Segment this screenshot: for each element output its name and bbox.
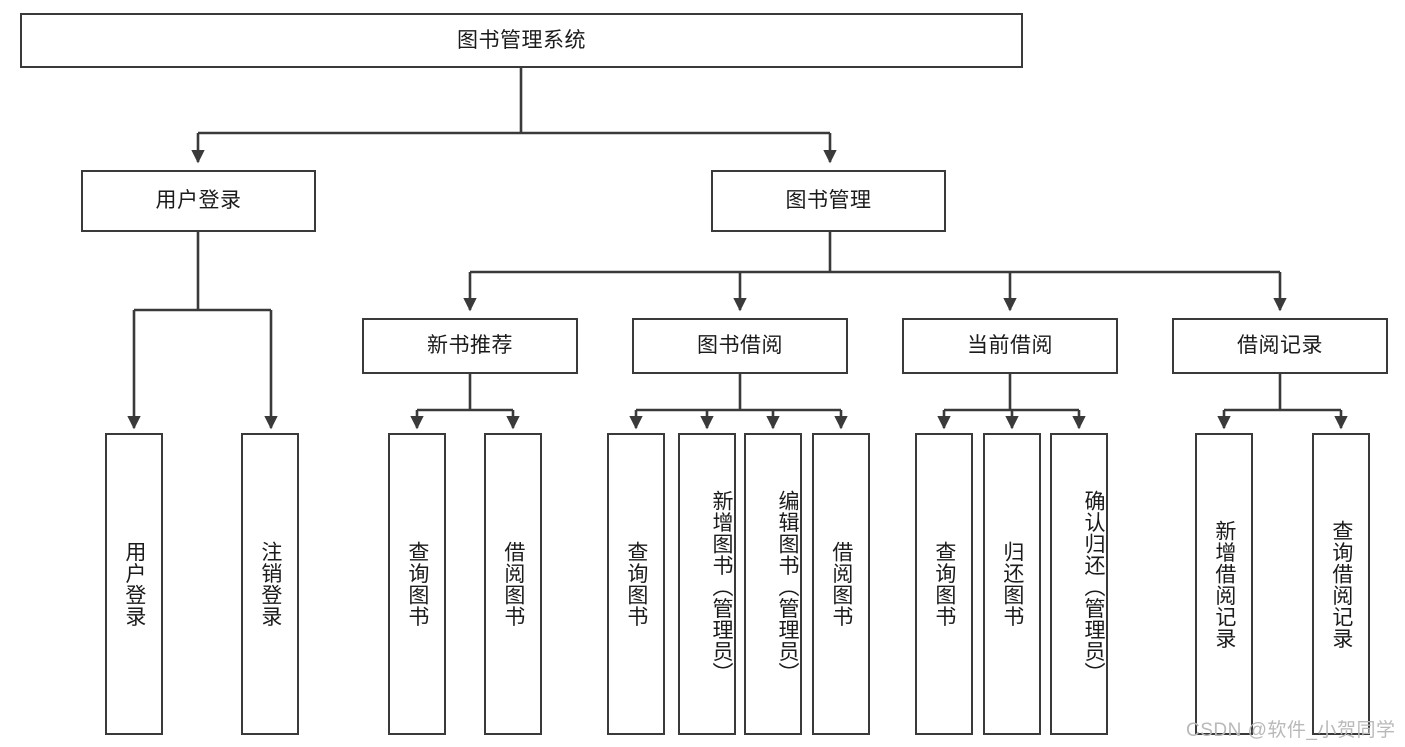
- node-current-borrow[interactable]: 当前借阅: [902, 318, 1118, 374]
- node-new-book-recommend[interactable]: 新书推荐: [362, 318, 578, 374]
- leaf-current-return-book[interactable]: 归还图书: [983, 433, 1041, 735]
- leaf-record-add-record[interactable]: 新增借阅记录: [1195, 433, 1253, 735]
- node-borrow-record[interactable]: 借阅记录: [1172, 318, 1388, 374]
- leaf-borrow-add-book-admin[interactable]: 新增图书（管理员）: [678, 433, 736, 735]
- leaf-user-login-signout[interactable]: 注销登录: [241, 433, 299, 735]
- node-book-borrow[interactable]: 图书借阅: [632, 318, 848, 374]
- leaf-borrow-query-book[interactable]: 查询图书: [607, 433, 665, 735]
- leaf-current-confirm-return-admin[interactable]: 确认归还（管理员）: [1050, 433, 1108, 735]
- leaf-borrow-edit-book-admin[interactable]: 编辑图书（管理员）: [744, 433, 802, 735]
- leaf-user-login-signin[interactable]: 用户登录: [105, 433, 163, 735]
- leaf-current-query-book[interactable]: 查询图书: [915, 433, 973, 735]
- leaf-record-query-record[interactable]: 查询借阅记录: [1312, 433, 1370, 735]
- leaf-borrow-borrow-book[interactable]: 借阅图书: [812, 433, 870, 735]
- leaf-new-book-query[interactable]: 查询图书: [388, 433, 446, 735]
- node-root-system[interactable]: 图书管理系统: [20, 13, 1023, 68]
- node-book-management[interactable]: 图书管理: [711, 170, 946, 232]
- leaf-new-book-borrow[interactable]: 借阅图书: [484, 433, 542, 735]
- node-user-login[interactable]: 用户登录: [81, 170, 316, 232]
